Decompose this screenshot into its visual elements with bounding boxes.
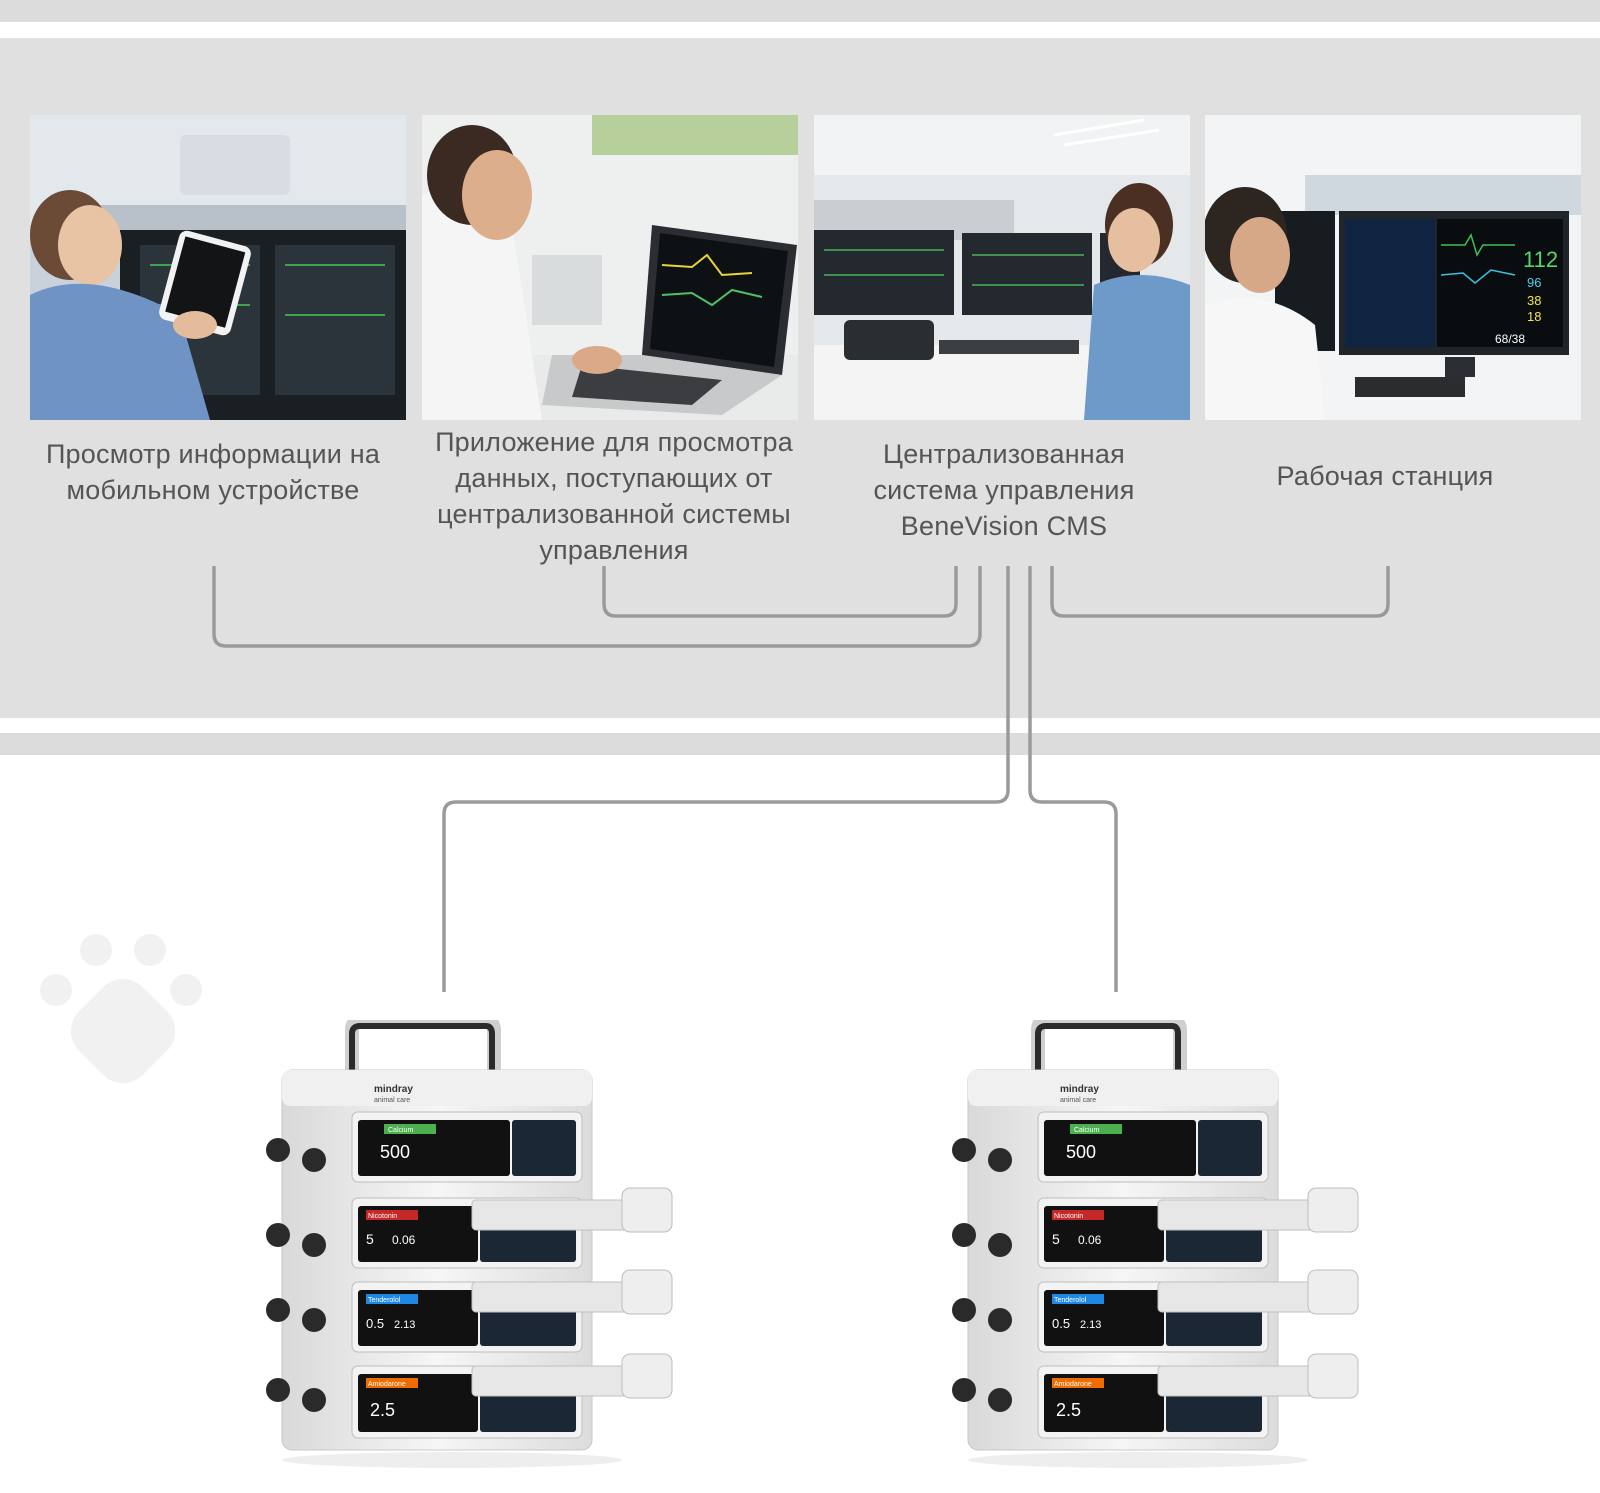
pump-1-rate-2: 5 bbox=[366, 1231, 374, 1247]
pump-1-rate-3: 0.5 bbox=[366, 1316, 384, 1331]
workstation-value-spo2: 96 bbox=[1527, 275, 1541, 290]
pump-module-4: Amiodarone 2.5 bbox=[351, 1353, 673, 1439]
infusion-pump-stack: mindray animal care Calcium 500 Nicotoni… bbox=[948, 1013, 1388, 1470]
pump-2-drug-2: Nicotonin bbox=[1054, 1213, 1083, 1220]
pump-2-rate-2: 5 bbox=[1052, 1231, 1060, 1247]
workstation-value-a: 38 bbox=[1527, 293, 1541, 308]
pump-module-4: Amiodarone 2.5 bbox=[1037, 1353, 1359, 1439]
caption-workstation: Рабочая станция bbox=[1185, 458, 1585, 494]
caption-web-viewer-line: управления bbox=[539, 535, 689, 565]
pump-1-rate-4: 2.5 bbox=[370, 1400, 395, 1420]
pump-2-rate-4: 2.5 bbox=[1056, 1400, 1081, 1420]
paw-watermark-icon bbox=[40, 934, 202, 1084]
caption-web-viewer-line: Приложение для просмотра bbox=[435, 427, 793, 457]
pump-brand-sub: animal care bbox=[1060, 1097, 1096, 1104]
pump-module-2: Nicotonin 5 0.06 bbox=[351, 1187, 673, 1269]
caption-web-viewer: Приложение для просмотра данных, поступа… bbox=[414, 424, 814, 568]
pump-2-dose-3: 2.13 bbox=[1080, 1319, 1101, 1331]
pump-2-rate-3: 0.5 bbox=[1052, 1316, 1070, 1331]
pump-2-drug-3: Tenderolol bbox=[1054, 1297, 1087, 1304]
pump-1-drug-1: Calcium bbox=[388, 1127, 413, 1134]
caption-mobile: Просмотр информации на мобильном устройс… bbox=[13, 436, 413, 508]
pump-1-dose-2: 0.06 bbox=[392, 1233, 416, 1247]
connector-cms-to-workstation bbox=[1050, 566, 1390, 618]
caption-mobile-line: мобильном устройстве bbox=[66, 475, 360, 505]
caption-mobile-line: Просмотр информации на bbox=[45, 439, 381, 469]
pump-1-drug-3: Tenderolol bbox=[368, 1297, 401, 1304]
workstation-value-b: 18 bbox=[1527, 309, 1541, 324]
pump-module-2: Nicotonin 5 0.06 bbox=[1037, 1187, 1359, 1269]
workstation-photo: 112 96 38 18 68/38 bbox=[1205, 115, 1581, 420]
pump-module-1: Calcium 500 bbox=[351, 1111, 583, 1183]
pump-2-drug-1: Calcium bbox=[1074, 1127, 1099, 1134]
pump-brand: mindray bbox=[374, 1084, 413, 1095]
pump-brand-sub: animal care bbox=[374, 1097, 410, 1104]
mobile-viewer-photo bbox=[30, 115, 406, 420]
connector-viewer-to-cms bbox=[602, 566, 958, 618]
caption-web-viewer-line: данных, поступающих от bbox=[455, 463, 773, 493]
pump-1-drug-2: Nicotonin bbox=[368, 1213, 397, 1220]
top-band bbox=[0, 0, 1600, 22]
caption-web-viewer-line: централизованной системы bbox=[437, 499, 791, 529]
connector-cms-to-pump-2 bbox=[1028, 566, 1118, 992]
caption-cms-line: Централизованная bbox=[883, 439, 1125, 469]
pump-module-1: Calcium 500 bbox=[1037, 1111, 1269, 1183]
connector-cms-to-pump-1 bbox=[442, 566, 1010, 992]
infusion-pump-stack: mindray animal care Calcium 500 Nicotoni… bbox=[262, 1013, 702, 1470]
pump-module-3: Tenderolol 0.5 2.13 bbox=[351, 1269, 673, 1353]
caption-cms-line: BeneVision CMS bbox=[900, 511, 1108, 541]
bottom-band bbox=[0, 733, 1600, 755]
pump-module-3: Tenderolol 0.5 2.13 bbox=[1037, 1269, 1359, 1353]
pump-2-dose-2: 0.06 bbox=[1078, 1233, 1102, 1247]
caption-cms: Централизованная система управления Bene… bbox=[804, 436, 1204, 544]
cms-photo bbox=[814, 115, 1190, 420]
caption-cms-line: система управления bbox=[873, 475, 1135, 505]
connector-mobile-to-cms bbox=[212, 566, 982, 648]
pump-brand: mindray bbox=[1060, 1084, 1099, 1095]
pump-1-rate-1: 500 bbox=[380, 1142, 410, 1162]
caption-workstation-line: Рабочая станция bbox=[1276, 461, 1494, 491]
pump-2-drug-4: Amiodarone bbox=[1054, 1381, 1092, 1388]
workstation-value-hr: 112 bbox=[1523, 247, 1558, 272]
web-viewer-photo bbox=[422, 115, 798, 420]
workstation-value-bp: 68/38 bbox=[1495, 332, 1525, 346]
pump-2-rate-1: 500 bbox=[1066, 1142, 1096, 1162]
pump-1-dose-3: 2.13 bbox=[394, 1319, 415, 1331]
pump-1-drug-4: Amiodarone bbox=[368, 1381, 406, 1388]
